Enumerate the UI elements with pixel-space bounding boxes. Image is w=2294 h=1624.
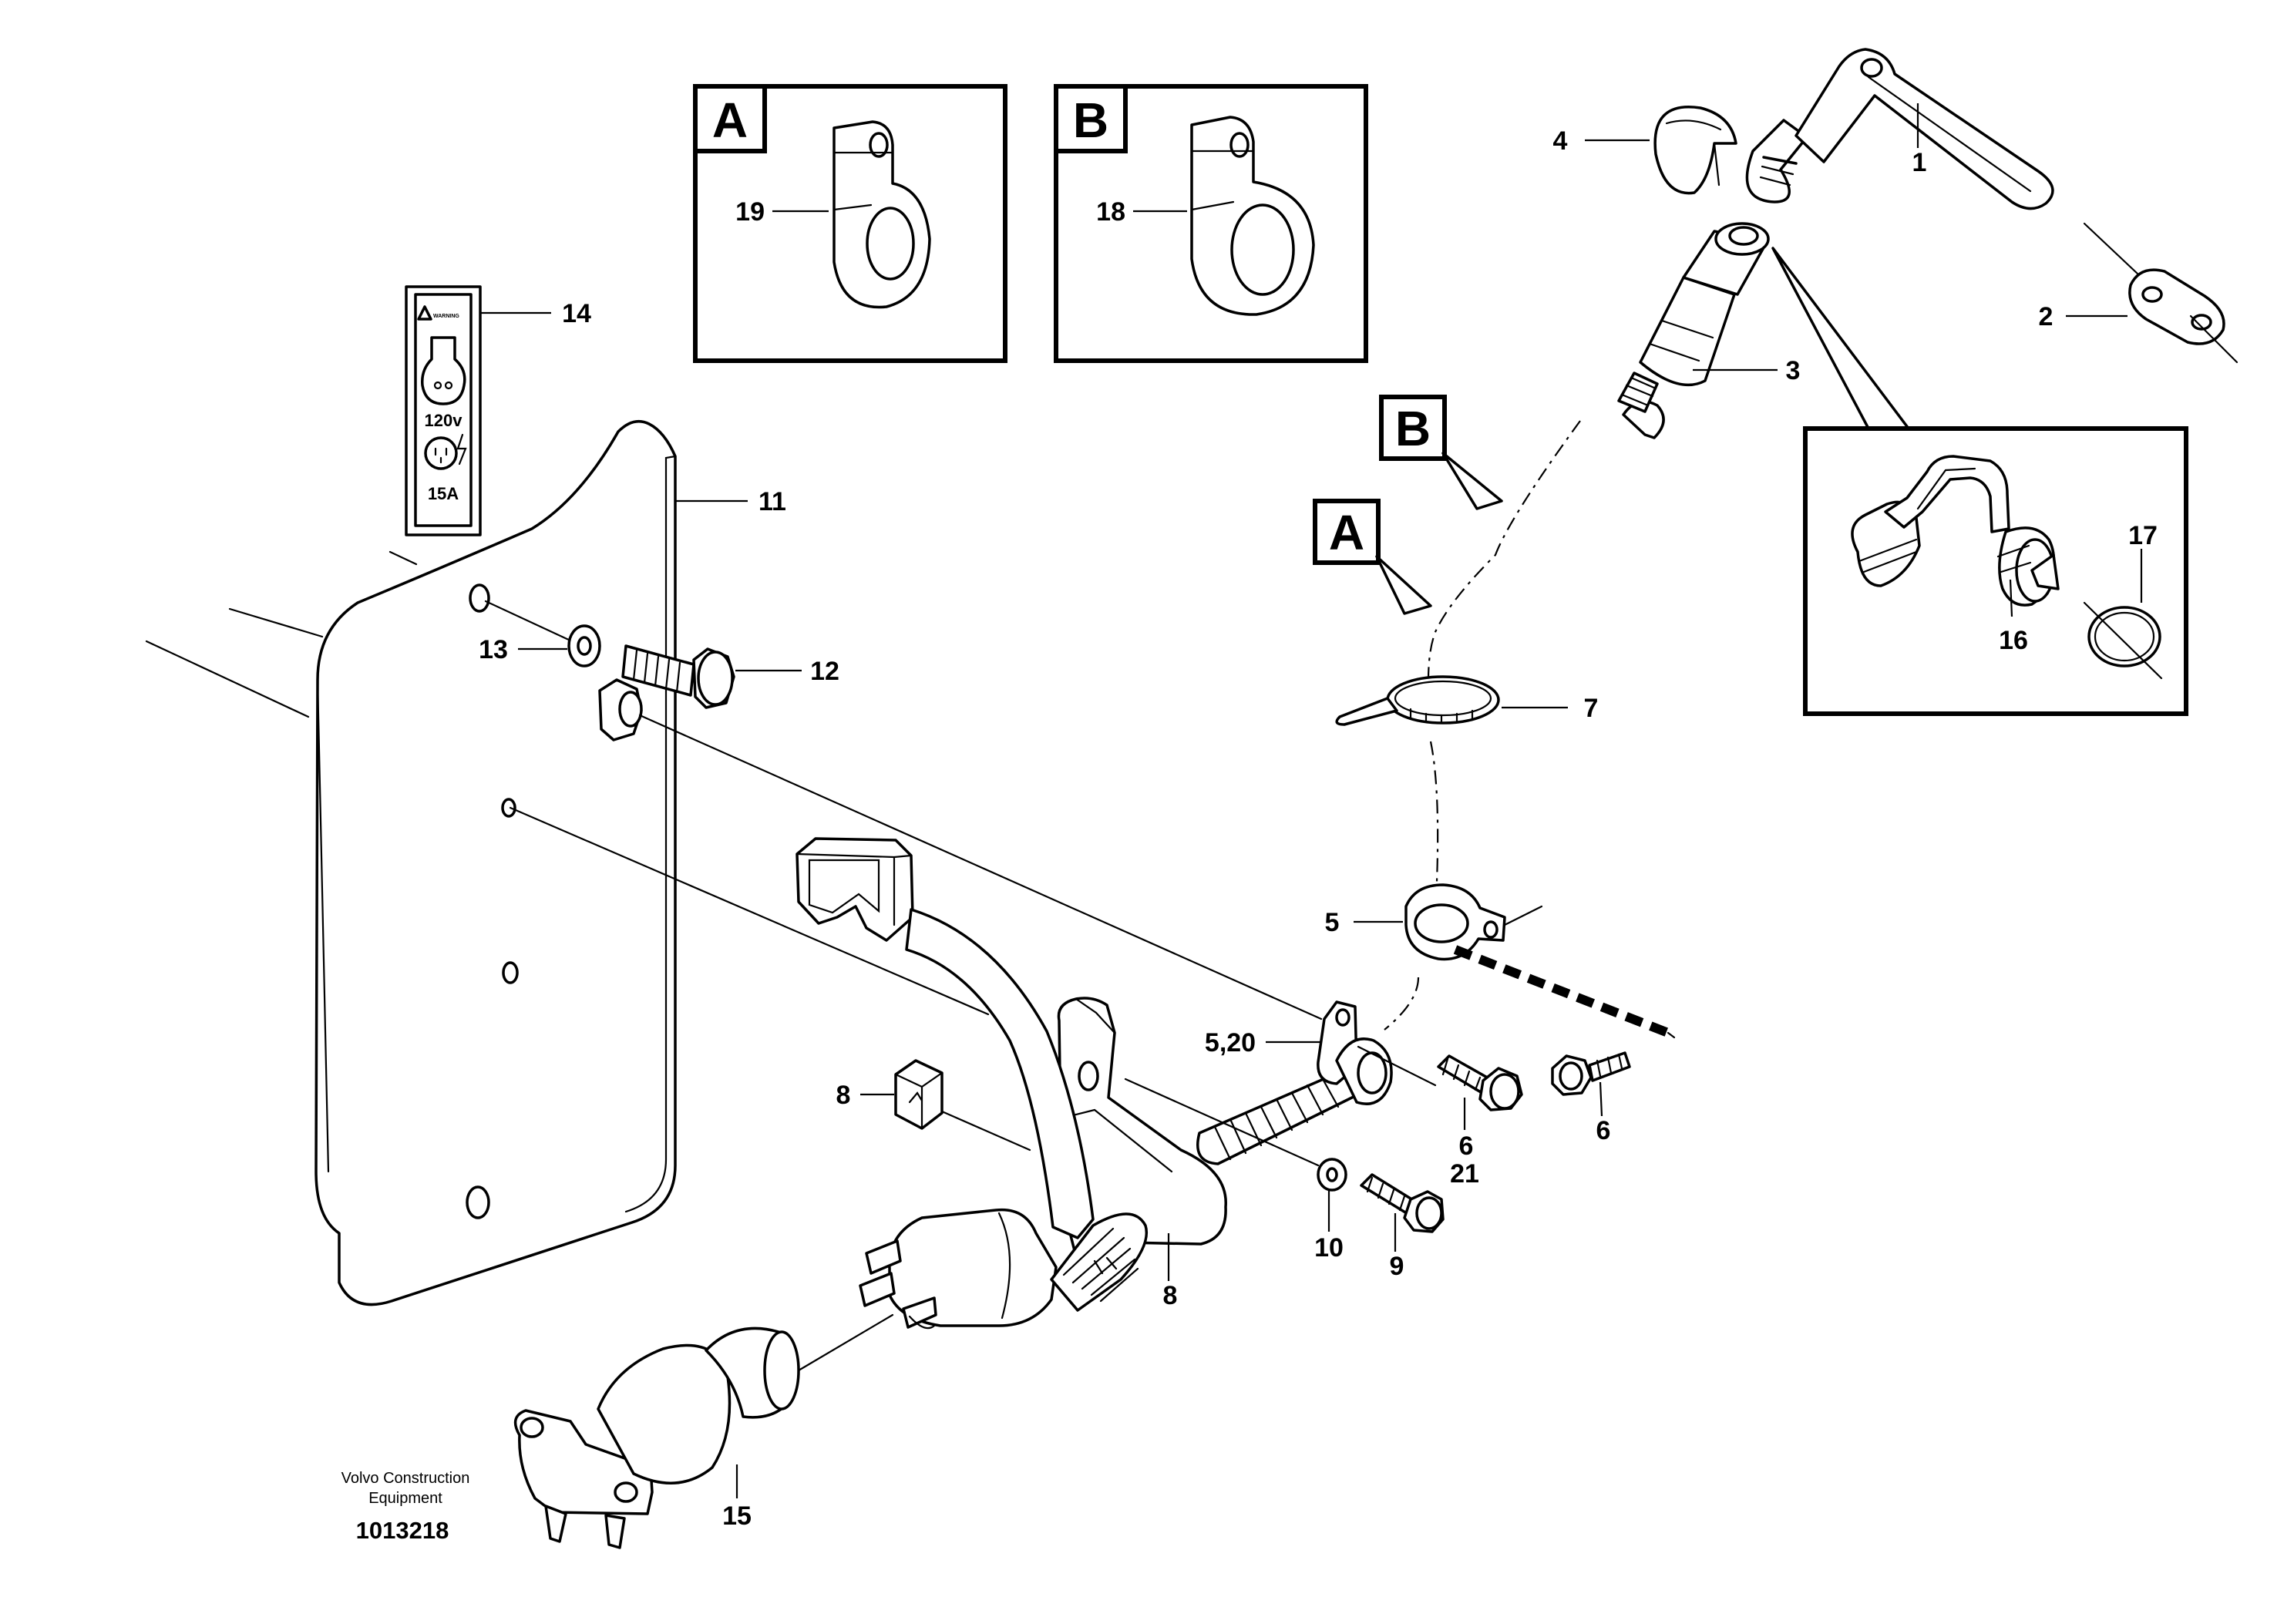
plate-hole — [466, 1185, 490, 1219]
long-spring — [1196, 1070, 1363, 1165]
callout-14: 14 — [562, 299, 591, 328]
detail-box-b-tag — [1054, 84, 1128, 153]
callout-9: 9 — [1390, 1252, 1404, 1281]
plate-hole — [502, 961, 519, 984]
assembly-line — [638, 714, 1323, 1020]
leader-6b — [1599, 1081, 1603, 1117]
credit-line-1: Volvo Construction — [341, 1470, 470, 1487]
callout-13: 13 — [479, 635, 508, 664]
marker-a: A — [1313, 499, 1432, 615]
svg-text:B: B — [1395, 401, 1431, 456]
callout-6a: 6 — [1459, 1131, 1474, 1161]
p-clamp-5 — [1404, 883, 1543, 961]
ground-strap — [1453, 945, 1670, 1037]
callout-16: 16 — [1999, 626, 2028, 655]
detail-box-b-letter: B — [1073, 92, 1108, 148]
callout-21: 21 — [1450, 1159, 1479, 1189]
callout-19: 19 — [735, 197, 765, 227]
callout-3: 3 — [1786, 356, 1801, 385]
routing-path — [1429, 741, 1439, 941]
inset-heater — [1851, 455, 2010, 587]
callout-8b: 8 — [1163, 1281, 1178, 1310]
callout-7: 7 — [1584, 694, 1599, 723]
lightning-icon — [456, 433, 467, 466]
callout-17: 17 — [2128, 521, 2158, 550]
assembly-line — [2083, 222, 2140, 276]
mounting-plate — [145, 419, 677, 1306]
callout-8a: 8 — [836, 1081, 851, 1110]
clip-8 — [894, 1059, 944, 1130]
plug-spring — [1050, 1212, 1149, 1312]
callout-6b: 6 — [1596, 1116, 1611, 1145]
hex-nut — [598, 678, 643, 741]
inset-pointer — [1771, 247, 1910, 430]
power-cord-plug — [859, 1208, 1058, 1330]
detail-box-a-letter: A — [712, 92, 748, 148]
callout-10: 10 — [1314, 1233, 1344, 1263]
cord-receptacle-15 — [513, 1326, 800, 1549]
drawing-number: 1013218 — [356, 1517, 449, 1544]
callout-12: 12 — [810, 657, 839, 686]
p-clamp-19 — [832, 120, 931, 309]
receptacle-icon — [424, 436, 458, 470]
cable-tie-7 — [1335, 675, 1500, 726]
routing-path — [1384, 977, 1420, 1031]
detail-box-a: A 19 — [693, 84, 1007, 363]
detail-box-b: B 18 — [1054, 84, 1368, 363]
cable-connector-3 — [1617, 222, 1770, 439]
decal-voltage: 120v — [425, 411, 463, 430]
leader-16 — [2009, 579, 2013, 617]
callout-4: 4 — [1553, 126, 1568, 156]
callout-18: 18 — [1096, 197, 1125, 227]
svg-text:A: A — [1329, 505, 1364, 560]
marker-b: B — [1379, 395, 1503, 510]
boot-4 — [1653, 106, 1737, 195]
drawing-credit: Volvo Construction Equipment 1013218 — [341, 1470, 470, 1544]
cable-strap-handle — [796, 837, 1095, 1239]
plate-body — [314, 419, 677, 1306]
caution-triangle-icon — [417, 305, 432, 321]
callout-5: 5 — [1325, 908, 1340, 937]
callout-11: 11 — [758, 487, 786, 516]
callout-15: 15 — [722, 1501, 752, 1531]
callout-2: 2 — [2039, 302, 2054, 331]
p-clamp-18 — [1190, 116, 1315, 316]
gasket-2 — [2128, 268, 2238, 364]
washer-10 — [1317, 1158, 1347, 1192]
detail-box-a-tag — [693, 84, 767, 153]
washer-13 — [567, 624, 601, 667]
assembly-line — [1124, 1078, 1320, 1167]
plate-hole — [501, 798, 516, 818]
plate-hole — [469, 583, 490, 613]
assembly-line — [484, 600, 574, 643]
assembly-line — [509, 806, 990, 1016]
bolt-6-left — [1437, 1054, 1523, 1111]
bracket-5-20 — [1317, 1000, 1393, 1105]
inset-connector — [1996, 526, 2060, 607]
warning-decal: WARNING 120v 15A — [405, 285, 482, 536]
bolt-12 — [621, 644, 735, 709]
o-ring-17 — [2083, 601, 2163, 680]
decal-amperage: 15A — [428, 484, 459, 503]
bolt-9 — [1360, 1173, 1445, 1233]
heater-element-1 — [1745, 48, 2054, 210]
decal-header: WARNING — [433, 314, 459, 319]
callout-5-20: 5,20 — [1205, 1028, 1256, 1057]
decal-inner — [414, 293, 473, 527]
bolt-6-right — [1551, 1051, 1631, 1096]
credit-line-2: Equipment — [368, 1490, 442, 1507]
callout-1: 1 — [1912, 148, 1927, 177]
plug-outlet-icon — [421, 336, 466, 405]
